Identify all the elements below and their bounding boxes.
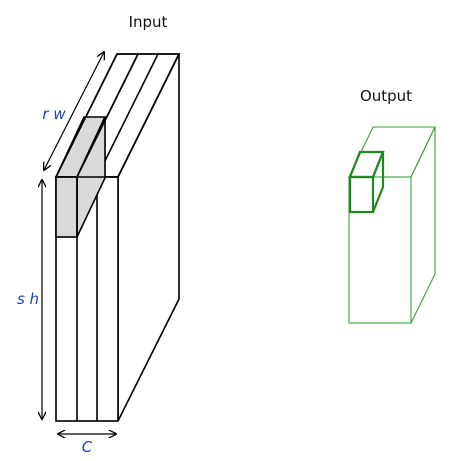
output-tensor: Output <box>348 87 436 324</box>
channel-label: C <box>82 438 93 456</box>
input-title: Input <box>129 13 168 31</box>
channel-divider-top-2 <box>96 53 159 178</box>
output-element-front <box>348 175 375 214</box>
receptive-field-front <box>55 176 78 238</box>
output-element <box>348 150 385 214</box>
height-label: s h <box>17 290 39 308</box>
output-element-side <box>371 151 385 213</box>
output-front-face <box>348 176 412 324</box>
output-side-face <box>410 126 436 324</box>
output-title: Output <box>360 87 412 105</box>
depth-arrow <box>44 52 104 170</box>
depth-label: r w <box>42 105 66 123</box>
input-tensor: Input r w s h C <box>17 13 181 456</box>
